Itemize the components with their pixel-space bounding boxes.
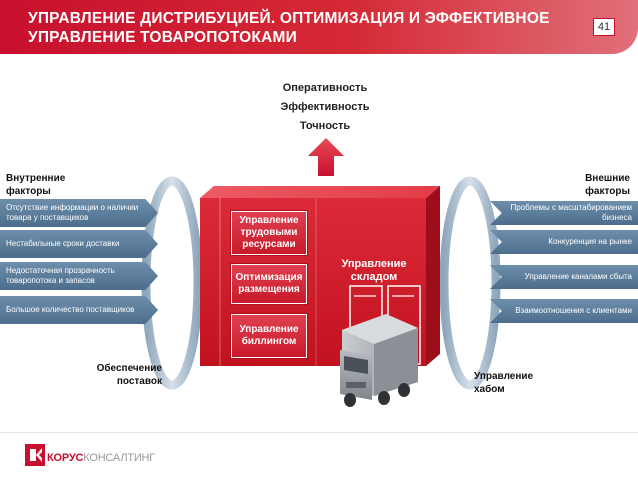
- page-number: 41: [593, 18, 615, 36]
- warehouse-management-label: Управление складом: [326, 258, 422, 284]
- placement-optimization-box: Оптимизация размещения: [231, 264, 307, 304]
- supply-label-line2: поставок: [116, 376, 162, 387]
- header-bar: УПРАВЛЕНИЕ ДИСТРИБУЦИЕЙ. ОПТИМИЗАЦИЯ И Э…: [0, 0, 638, 54]
- footer-divider: [0, 432, 638, 433]
- internal-factors-title-line1: Внутренние: [6, 173, 66, 184]
- goal-accuracy: Точность: [299, 120, 351, 132]
- external-factors-title-line2: факторы: [585, 186, 630, 197]
- brand-bold: КОРУС: [47, 452, 84, 464]
- internal-factor-4: Большое количество поставщиков: [0, 296, 158, 324]
- external-factors-title-line1: Внешние: [585, 173, 630, 184]
- supply-provision-label: Обеспечение поставок: [96, 362, 162, 388]
- slide-title-line1: УПРАВЛЕНИЕ ДИСТРИБУЦИЕЙ. ОПТИМИЗАЦИЯ И Э…: [28, 10, 550, 27]
- external-factor-4: Взаимоотношения с клиентами: [490, 299, 638, 323]
- up-arrow-icon: [308, 138, 344, 176]
- labor-management-box: Управление трудовыми ресурсами: [231, 211, 307, 255]
- external-factor-2-label: Конкуренция на рынке: [548, 237, 632, 246]
- supply-label-line1: Обеспечение: [96, 363, 162, 374]
- external-factors-title: Внешние факторы: [580, 172, 630, 198]
- external-factor-4-label: Взаимоотношения с клиентами: [515, 306, 632, 315]
- truck-icon: [340, 314, 418, 407]
- internal-factor-3: Недостаточная прозрачность товаропотока …: [0, 262, 158, 290]
- hub-management-label: Управление хабом: [474, 370, 533, 396]
- external-factor-1: Проблемы с масштабированием бизнеса: [490, 201, 638, 225]
- internal-factor-1: Отсутствие информации о наличии товара у…: [0, 199, 158, 227]
- korus-logo-text: КОРУСКОНСАЛТИНГ: [47, 452, 155, 464]
- korus-logo-icon: [25, 444, 45, 466]
- internal-factor-3-label: Недостаточная прозрачность товаропотока …: [6, 266, 115, 285]
- slide-title-line2: УПРАВЛЕНИЕ ТОВАРОПОТОКАМИ: [28, 29, 297, 46]
- internal-factors-title: Внутренние факторы: [6, 172, 65, 198]
- brand-light: КОНСАЛТИНГ: [83, 452, 156, 464]
- hub-label-line2: хабом: [474, 384, 505, 395]
- slide-title: УПРАВЛЕНИЕ ДИСТРИБУЦИЕЙ. ОПТИМИЗАЦИЯ И Э…: [28, 9, 588, 47]
- external-factor-3-label: Управление каналами сбыта: [524, 272, 632, 281]
- internal-factor-1-label: Отсутствие информации о наличии товара у…: [6, 203, 139, 222]
- goal-efficiency: Эффективность: [280, 101, 370, 113]
- hub-label-line1: Управление: [474, 371, 534, 382]
- warehouse-label-line2: складом: [350, 271, 398, 283]
- internal-factor-2: Нестабильные сроки доставки: [0, 230, 158, 258]
- billing-management-box: Управление биллингом: [231, 314, 307, 358]
- external-factor-3: Управление каналами сбыта: [490, 265, 638, 289]
- goal-operativeness: Оперативность: [282, 82, 368, 94]
- internal-factor-2-label: Нестабильные сроки доставки: [6, 239, 120, 248]
- internal-factor-4-label: Большое количество поставщиков: [6, 305, 135, 314]
- internal-factors-title-line2: факторы: [6, 186, 51, 197]
- external-factor-2: Конкуренция на рынке: [490, 230, 638, 254]
- warehouse-label-line1: Управление: [341, 258, 407, 270]
- external-factor-1-label: Проблемы с масштабированием бизнеса: [510, 203, 632, 222]
